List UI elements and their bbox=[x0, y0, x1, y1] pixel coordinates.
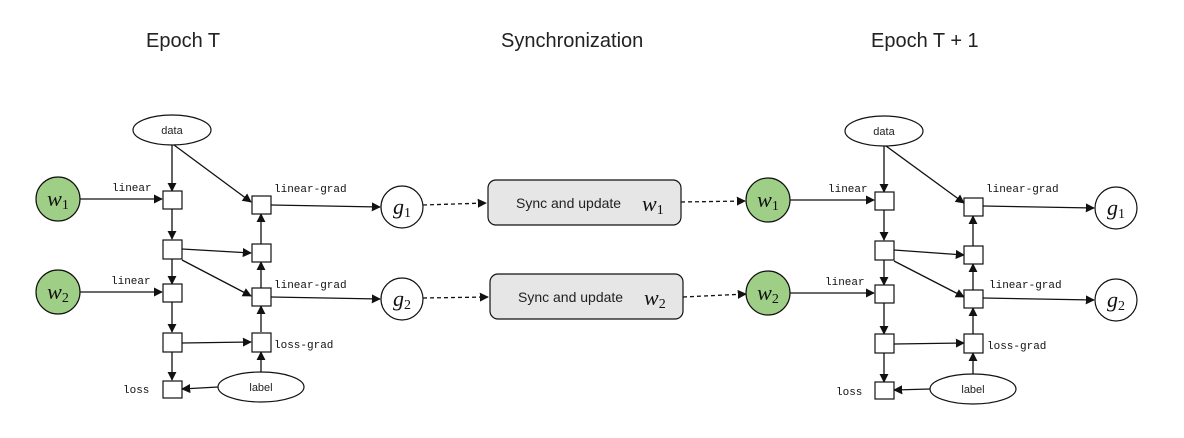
graph-epoch-t: data label linear linear loss linear-gra… bbox=[35, 114, 424, 403]
gradient-g2-node bbox=[1094, 278, 1138, 322]
grad-box bbox=[251, 243, 272, 263]
activation-box bbox=[162, 239, 183, 260]
weight-w2-node bbox=[745, 270, 791, 316]
sync-w2-symbol: w2 bbox=[644, 285, 666, 312]
sync-update-w2-box bbox=[489, 273, 684, 320]
linear-label: linear bbox=[825, 277, 865, 289]
linear-grad-op-box bbox=[963, 289, 984, 309]
loss-grad-op-box bbox=[251, 332, 272, 353]
label-node bbox=[929, 373, 1017, 405]
loss-grad-label: loss-grad bbox=[274, 340, 333, 352]
grad-box bbox=[963, 245, 984, 265]
sync-update-w2-label: Sync and update bbox=[518, 289, 623, 305]
data-node bbox=[132, 114, 212, 146]
linear-grad-label: linear-grad bbox=[274, 184, 347, 196]
gradient-g2-node bbox=[380, 277, 424, 321]
data-label: data bbox=[161, 125, 183, 137]
label-label: label bbox=[249, 382, 272, 394]
gradient-g2-label: g2 bbox=[1107, 287, 1125, 314]
data-node bbox=[844, 115, 924, 147]
title-synchronization: Synchronization bbox=[501, 30, 644, 52]
loss-grad-label: loss-grad bbox=[987, 341, 1046, 353]
weight-w2-label: w2 bbox=[47, 279, 69, 306]
activation-box bbox=[874, 333, 895, 354]
loss-grad-op-box bbox=[963, 333, 984, 354]
label-node bbox=[217, 371, 305, 403]
sync-w1-symbol: w1 bbox=[642, 191, 664, 218]
linear-label: linear bbox=[828, 184, 868, 196]
linear-op-box bbox=[874, 284, 895, 304]
linear-grad-label: linear-grad bbox=[989, 280, 1062, 292]
sync-update-w1-box bbox=[487, 179, 682, 226]
weight-w2-label: w2 bbox=[757, 280, 779, 307]
weight-w1-node bbox=[745, 177, 791, 223]
activation-box bbox=[874, 240, 895, 261]
linear-grad-op-box bbox=[251, 287, 272, 307]
linear-op-box bbox=[874, 191, 895, 211]
activation-box bbox=[162, 332, 183, 353]
loss-label: loss bbox=[123, 385, 149, 397]
linear-grad-op-box bbox=[251, 195, 272, 215]
synchronization-section: Sync and update w1 Sync and update w2 bbox=[422, 179, 747, 320]
loss-op-box bbox=[874, 381, 895, 400]
weight-w2-node bbox=[35, 269, 81, 315]
linear-op-box bbox=[162, 283, 183, 303]
weight-w1-label: w1 bbox=[757, 187, 779, 214]
data-label: data bbox=[873, 126, 895, 138]
gradient-g2-label: g2 bbox=[393, 286, 411, 313]
linear-label: linear bbox=[111, 276, 151, 288]
title-epoch-t-plus-1: Epoch T + 1 bbox=[871, 30, 979, 52]
linear-label: linear bbox=[112, 183, 152, 195]
linear-grad-label: linear-grad bbox=[274, 280, 347, 292]
gradient-g1-node bbox=[1094, 186, 1138, 230]
weight-w1-label: w1 bbox=[47, 186, 69, 213]
linear-op-box bbox=[162, 190, 183, 210]
label-label: label bbox=[961, 384, 984, 396]
linear-grad-label: linear-grad bbox=[986, 184, 1059, 196]
weight-w1-node bbox=[35, 176, 81, 222]
graph-epoch-t-plus-1: data label linear linear loss linear-gra… bbox=[745, 115, 1138, 405]
gradient-g1-label: g1 bbox=[1107, 195, 1125, 222]
gradient-g1-label: g1 bbox=[393, 194, 411, 221]
loss-label: loss bbox=[836, 387, 862, 399]
loss-op-box bbox=[162, 380, 183, 399]
title-epoch-t: Epoch T bbox=[146, 30, 221, 52]
sync-update-w1-label: Sync and update bbox=[516, 195, 621, 211]
linear-grad-op-box bbox=[963, 197, 984, 217]
gradient-g1-node bbox=[380, 185, 424, 229]
